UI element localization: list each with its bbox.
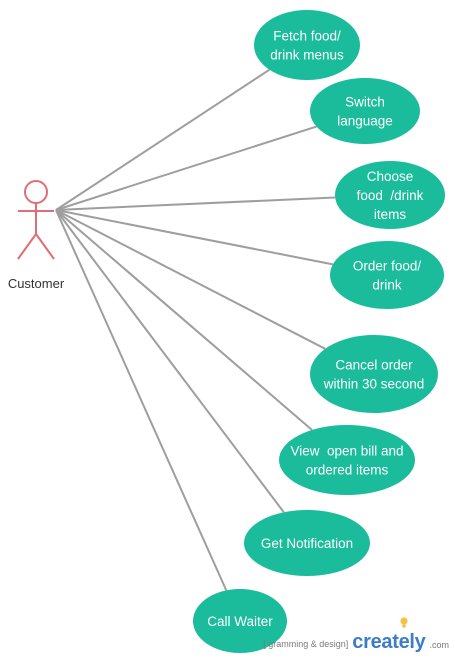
association-line-switch-language (55, 125, 317, 211)
creately-logo: creately (352, 617, 426, 653)
association-line-get-notification (55, 209, 285, 513)
usecase-view-bill[interactable]: View open bill and ordered items (279, 425, 415, 495)
usecase-fetch-menus[interactable]: Fetch food/drink menus (254, 10, 360, 80)
usecase-get-notification[interactable]: Get Notification (244, 510, 370, 576)
association-lines (55, 68, 336, 591)
usecase-label: within 30 second (323, 377, 425, 392)
actor-limb (17, 233, 37, 260)
usecase-label: Get Notification (261, 536, 353, 551)
association-line-order (55, 209, 334, 266)
usecase-ellipse (335, 161, 445, 229)
usecase-ellipse (310, 78, 420, 144)
association-line-view-bill (55, 209, 313, 431)
usecase-call-waiter[interactable]: Call Waiter (193, 589, 287, 653)
actor-label: Customer (8, 276, 65, 291)
usecase-switch-language[interactable]: Switch language (310, 78, 420, 144)
actor-limb (35, 233, 55, 260)
lightbulb-icon (400, 617, 409, 628)
usecase-choose-items[interactable]: Choose food /drink items (335, 161, 445, 229)
usecase-ellipse (279, 425, 415, 495)
usecase-label: food /drink (357, 188, 424, 203)
association-line-choose-items (55, 196, 336, 211)
actor-head (24, 180, 48, 204)
usecase-label: Fetch food/ (273, 29, 341, 44)
usecase-ellipse (254, 10, 360, 80)
usecase-label: Choose (367, 169, 414, 184)
usecase-label: language (337, 114, 393, 129)
usecase-order[interactable]: Order food/drink (330, 241, 444, 309)
creately-brand-text: creately (352, 631, 426, 653)
usecase-ellipse (193, 589, 287, 653)
usecase-label: Switch (345, 95, 385, 110)
usecase-ellipse (244, 510, 370, 576)
usecase-label: items (374, 207, 407, 222)
watermark-note: [ gramming & design] (263, 639, 349, 649)
usecase-label: drink menus (270, 48, 344, 63)
usecase-label: Call Waiter (207, 614, 273, 629)
actor-stick-figure (17, 180, 55, 260)
usecase-cancel-order[interactable]: Cancel order within 30 second (310, 335, 438, 413)
association-line-fetch-menus (55, 68, 270, 211)
watermark: [ gramming & design] creately .com (263, 617, 449, 653)
creately-suffix: .com (429, 640, 449, 650)
usecase-label: Order food/ (353, 259, 422, 274)
usecase-label: drink (372, 278, 402, 293)
usecase-label: ordered items (306, 463, 389, 478)
usecase-ellipse (330, 241, 444, 309)
usecase-ellipse (310, 335, 438, 413)
association-line-cancel-order (55, 209, 326, 350)
usecase-label: Cancel order (335, 358, 413, 373)
actor-customer[interactable]: Customer (8, 180, 65, 291)
usecase-label: View open bill and (290, 444, 403, 459)
association-line-call-waiter (55, 209, 228, 591)
